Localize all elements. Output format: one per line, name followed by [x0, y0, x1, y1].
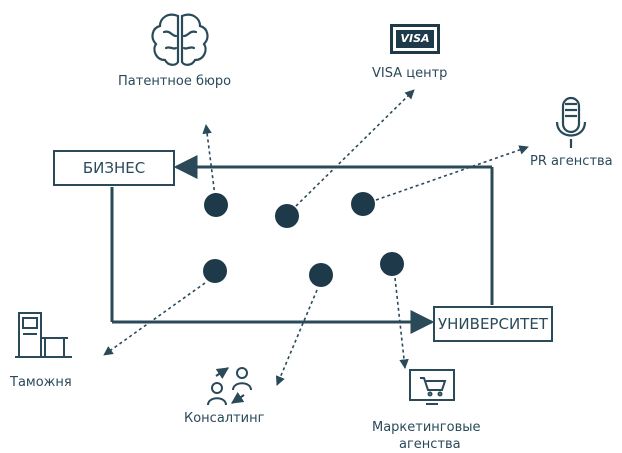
visa-logo-text: VISA — [400, 32, 430, 45]
node-dot — [309, 263, 333, 287]
label-customs: Таможня — [10, 375, 72, 390]
dashed-arrow-pr — [375, 145, 529, 201]
label-marketing-line1: Маркетинговые — [372, 420, 481, 435]
consulting-people-icon — [207, 367, 252, 406]
label-consulting: Консалтинг — [184, 411, 265, 426]
visa-card-icon — [390, 24, 440, 54]
label-visa-center: VISA центр — [372, 66, 448, 81]
node-dot — [380, 252, 404, 276]
university-box: УНИВЕРСИТЕТ — [433, 306, 553, 342]
node-dot — [351, 192, 375, 216]
dashed-arrow-patent — [202, 124, 216, 197]
label-pr-agencies: PR агенства — [530, 154, 613, 169]
dashed-arrow-customs — [103, 282, 206, 356]
business-box: БИЗНЕС — [53, 150, 175, 186]
dashed-arrow-visa — [295, 89, 415, 207]
brain-icon — [151, 13, 209, 66]
node-dot — [275, 204, 299, 228]
node-dot — [203, 259, 227, 283]
label-marketing-line2: агенства — [399, 437, 461, 452]
dashed-arrow-consulting — [275, 289, 318, 386]
node-dot — [204, 193, 228, 217]
marketing-monitor-icon — [409, 369, 455, 405]
label-patent-bureau: Патентное бюро — [118, 74, 232, 89]
microphone-icon — [555, 96, 587, 148]
customs-terminal-icon — [15, 312, 72, 358]
